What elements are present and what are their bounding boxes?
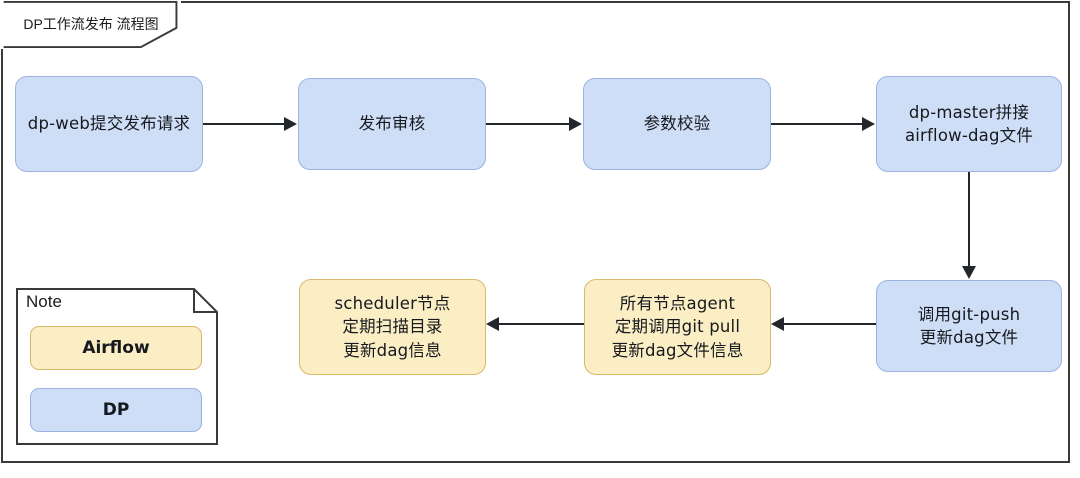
node-dp-master-dag[interactable]: dp-master拼接 airflow-dag文件 (876, 76, 1062, 172)
edge-n3-n4-arrowhead (862, 117, 875, 131)
edge-n1-n2 (203, 123, 285, 125)
legend-note-title: Note (26, 292, 62, 311)
node-agent-git-pull[interactable]: 所有节点agent 定期调用git pull 更新dag文件信息 (584, 279, 771, 375)
edge-n4-n5-arrowhead (962, 266, 976, 279)
edge-n2-n3 (486, 123, 570, 125)
legend-chip-airflow[interactable]: Airflow (30, 326, 202, 370)
node-git-push[interactable]: 调用git-push 更新dag文件 (876, 280, 1062, 372)
node-publish-review[interactable]: 发布审核 (298, 78, 486, 170)
edge-n5-n6-arrowhead (771, 317, 784, 331)
legend-note-outline (16, 288, 218, 445)
edge-n2-n3-arrowhead (569, 117, 582, 131)
node-param-validation[interactable]: 参数校验 (583, 78, 771, 170)
edge-n1-n2-arrowhead (284, 117, 297, 131)
legend-chip-dp[interactable]: DP (30, 388, 202, 432)
legend-note: Note Airflow DP (16, 288, 218, 445)
edge-n3-n4 (771, 123, 863, 125)
edge-n6-n7 (499, 323, 584, 325)
canvas-border (1, 1, 1070, 463)
node-dp-web-submit[interactable]: dp-web提交发布请求 (15, 76, 203, 172)
edge-n4-n5 (968, 172, 970, 268)
node-scheduler-scan[interactable]: scheduler节点 定期扫描目录 更新dag信息 (299, 279, 486, 375)
diagram-title: DP工作流发布 流程图 (1, 1, 181, 49)
edge-n6-n7-arrowhead (486, 317, 499, 331)
edge-n5-n6 (784, 323, 876, 325)
